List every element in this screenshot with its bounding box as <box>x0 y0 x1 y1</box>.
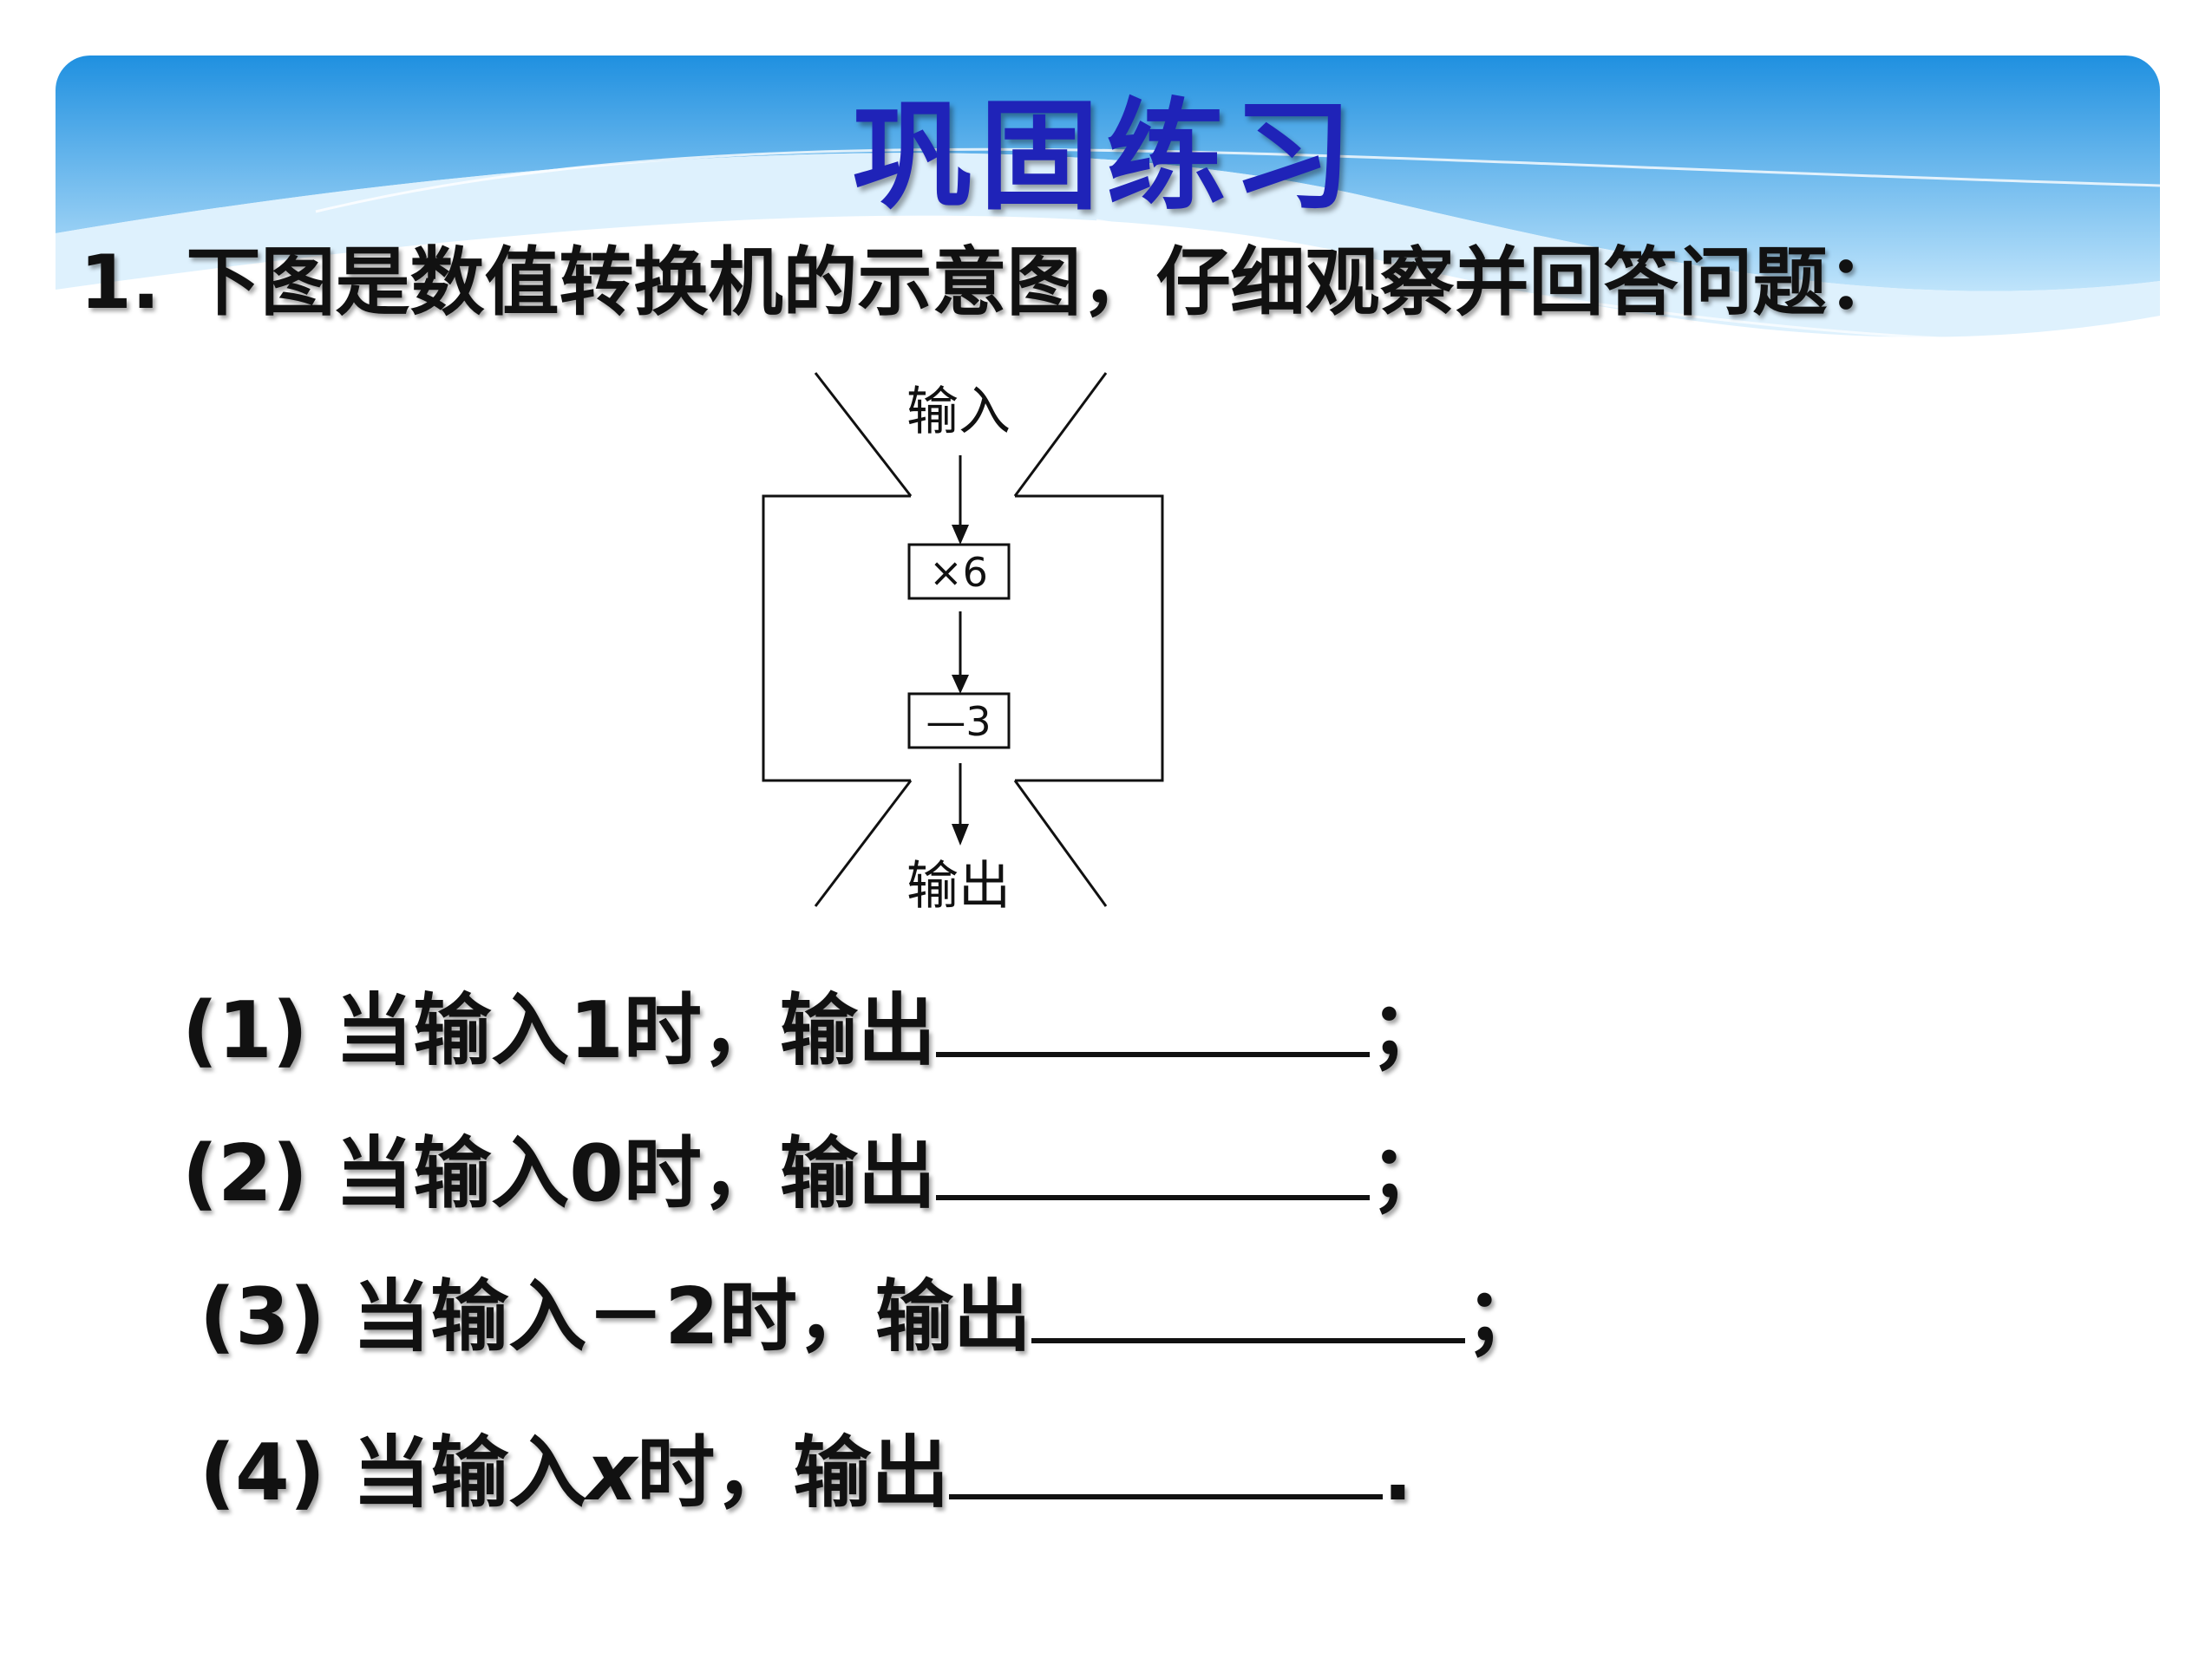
variable-x: x <box>586 1427 638 1519</box>
input-label: 输入 <box>906 382 1011 442</box>
output-label: 输出 <box>906 856 1011 917</box>
subquestion-end: ； <box>1464 1271 1543 1362</box>
answer-blank[interactable] <box>935 983 1370 1057</box>
multiply-box <box>907 543 1011 600</box>
answer-blank[interactable] <box>949 1425 1384 1499</box>
slide-title: 巩固练习 <box>852 87 1359 226</box>
subquestion-4: (4) 当输入x时，输出. <box>200 1409 1413 1522</box>
funnel-line-top-left <box>814 372 913 497</box>
subquestion-number: (2) <box>182 1128 308 1219</box>
subquestion-text: 当输入0时，输出 <box>335 1128 936 1219</box>
subquestion-3: (3) 当输入－2时，输出 ； <box>200 1253 1543 1366</box>
funnel-line-bottom-left <box>814 780 913 907</box>
subtract-box <box>907 692 1011 749</box>
subquestion-end: ； <box>1369 1128 1448 1219</box>
funnel-line-top-right <box>1013 372 1108 497</box>
subquestion-text: 当输入－2时，输出 <box>352 1271 1031 1362</box>
arrow-down-icon <box>952 675 969 694</box>
subquestion-1: (1) 当输入1时，输出 ； <box>182 967 1448 1080</box>
subquestion-number: (1) <box>182 985 308 1076</box>
multiply-label: ×6 <box>929 549 988 596</box>
subquestion-text-post: 时，输出 <box>637 1427 950 1519</box>
number-converter-diagram: 输入 ×6 —3 输出 <box>762 372 1164 917</box>
subquestion-2: (2) 当输入0时，输出 ； <box>182 1110 1448 1223</box>
question-text: 1. 下图是数值转换机的示意图，仔细观察并回答问题： <box>80 239 1902 326</box>
funnel-line-bottom-right <box>1013 780 1108 907</box>
answer-blank[interactable] <box>935 1126 1370 1200</box>
arrow-down-icon <box>952 525 969 545</box>
header-banner <box>56 56 2160 385</box>
subtract-label: —3 <box>926 698 991 745</box>
subquestion-number: (4) <box>200 1427 325 1519</box>
subquestion-text: 当输入1时，输出 <box>335 985 936 1076</box>
subquestion-end: . <box>1383 1427 1413 1519</box>
subquestion-end: ； <box>1369 985 1448 1076</box>
answer-blank[interactable] <box>1031 1269 1465 1343</box>
machine-body-left <box>762 494 911 782</box>
arrow-down-icon <box>952 824 969 846</box>
subquestion-text-pre: 当输入 <box>352 1427 587 1519</box>
subquestion-number: (3) <box>200 1271 325 1362</box>
machine-body-right <box>1015 494 1164 782</box>
